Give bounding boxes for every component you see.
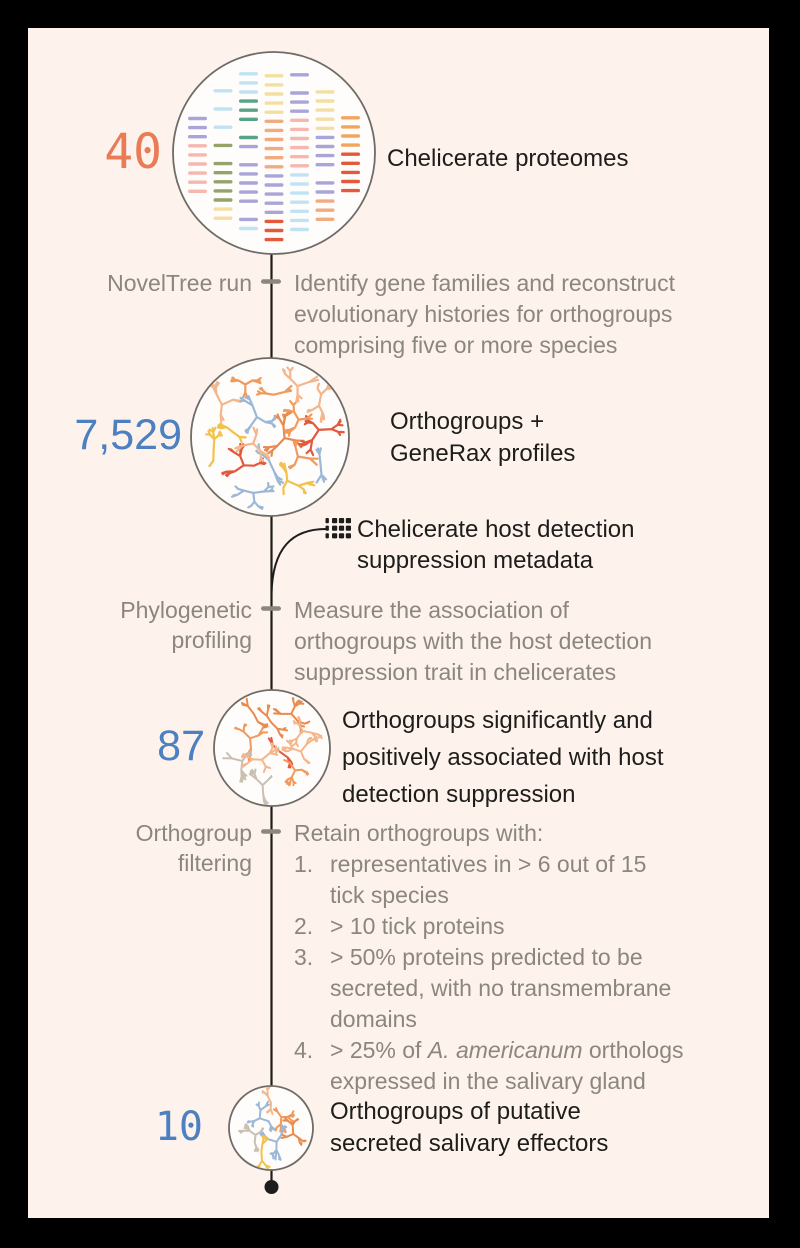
text-line: suppression metadata	[357, 547, 594, 574]
text-line: > 50% proteins predicted to be	[330, 944, 643, 970]
figure-panel	[28, 28, 769, 1218]
associated-count: 87	[157, 722, 205, 770]
text-line: > 25% of A. americanum orthologs	[330, 1037, 684, 1063]
criterion-text: > 10 tick proteins	[330, 911, 505, 942]
orthogroups-label: Orthogroups + GeneRax profiles	[390, 406, 575, 470]
pipeline-end-dot	[264, 1180, 279, 1194]
tick-mark	[261, 829, 281, 834]
species-name-italic: A. americanum	[427, 1037, 583, 1063]
step-label-noveltree: NovelTree run	[40, 268, 252, 298]
step-desc-filtering: Retain orthogroups with: 1. representati…	[294, 818, 764, 1097]
orthogroups-circle	[190, 357, 350, 517]
proteomes-label: Chelicerate proteomes	[387, 143, 628, 175]
text-line: GeneRax profiles	[390, 440, 576, 467]
text-line: tick species	[330, 882, 449, 908]
tick-mark	[261, 606, 281, 611]
text-line: Phylogenetic	[120, 597, 252, 623]
associated-label: Orthogroups significantly and positively…	[342, 702, 664, 813]
text-line: expressed in the salivary gland	[330, 1068, 646, 1094]
text-line: evolutionary histories for orthogroups	[294, 301, 673, 327]
orthogroup-count: 7,529	[74, 411, 182, 459]
tick-mark	[261, 279, 281, 284]
text-line: > 10 tick proteins	[330, 913, 505, 939]
text-line: Chelicerate proteomes	[387, 145, 629, 172]
filter-criterion-1: 1. representatives in > 6 out of 15 tick…	[294, 849, 764, 911]
text-line: orthogroups with the host detection	[294, 628, 653, 654]
text-line: Chelicerate host detection	[357, 516, 635, 543]
text-line: NovelTree run	[107, 270, 252, 296]
text-line: positively associated with host	[342, 744, 664, 771]
criterion-number: 1.	[294, 851, 314, 877]
text-line: Orthogroups of putative	[330, 1098, 581, 1125]
criterion-text: > 50% proteins predicted to be secreted,…	[330, 942, 671, 1035]
metadata-label: Chelicerate host detection suppression m…	[357, 514, 635, 576]
criterion-text: representatives in > 6 out of 15 tick sp…	[330, 849, 646, 911]
proteome-count: 40	[104, 124, 162, 180]
effectors-label: Orthogroups of putative secreted salivar…	[330, 1096, 608, 1160]
text-line: suppression trait in chelicerates	[294, 659, 617, 685]
data-grid-icon	[325, 518, 351, 539]
filter-criterion-3: 3. > 50% proteins predicted to be secret…	[294, 942, 764, 1035]
criterion-number: 2.	[294, 913, 314, 939]
text-line: Identify gene families and reconstruct	[294, 270, 675, 296]
text-line: comprising five or more species	[294, 332, 618, 358]
text-line: filtering	[177, 850, 252, 876]
filtering-intro: Retain orthogroups with:	[294, 820, 544, 846]
text-line: Orthogroups significantly and	[342, 707, 653, 734]
effectors-circle	[228, 1085, 314, 1171]
step-label-filtering: Orthogroup filtering	[40, 818, 252, 878]
text-line: Measure the association of	[294, 597, 569, 623]
text-line: representatives in > 6 out of 15	[330, 851, 647, 877]
text-line: Orthogroup	[135, 820, 252, 846]
criterion-number: 3.	[294, 944, 314, 970]
text-line: secreted, with no transmembrane	[330, 975, 672, 1001]
proteomes-circle	[172, 51, 376, 255]
filter-criterion-4: 4. > 25% of A. americanum orthologs expr…	[294, 1035, 764, 1097]
text-line: secreted salivary effectors	[330, 1130, 609, 1157]
filter-criterion-2: 2. > 10 tick proteins	[294, 911, 764, 942]
step-label-profiling: Phylogenetic profiling	[40, 595, 252, 655]
metadata-branch-curve	[270, 528, 327, 595]
step-desc-noveltree: Identify gene families and reconstruct e…	[294, 268, 675, 361]
text-line: profiling	[171, 627, 252, 653]
effector-count: 10	[154, 1104, 203, 1150]
criterion-number: 4.	[294, 1037, 314, 1063]
step-desc-profiling: Measure the association of orthogroups w…	[294, 595, 652, 688]
text-line: domains	[330, 1006, 417, 1032]
text-line: detection suppression	[342, 781, 576, 808]
associated-circle	[213, 689, 331, 807]
text-line: Orthogroups +	[390, 408, 545, 435]
criterion-text: > 25% of A. americanum orthologs express…	[330, 1035, 684, 1097]
